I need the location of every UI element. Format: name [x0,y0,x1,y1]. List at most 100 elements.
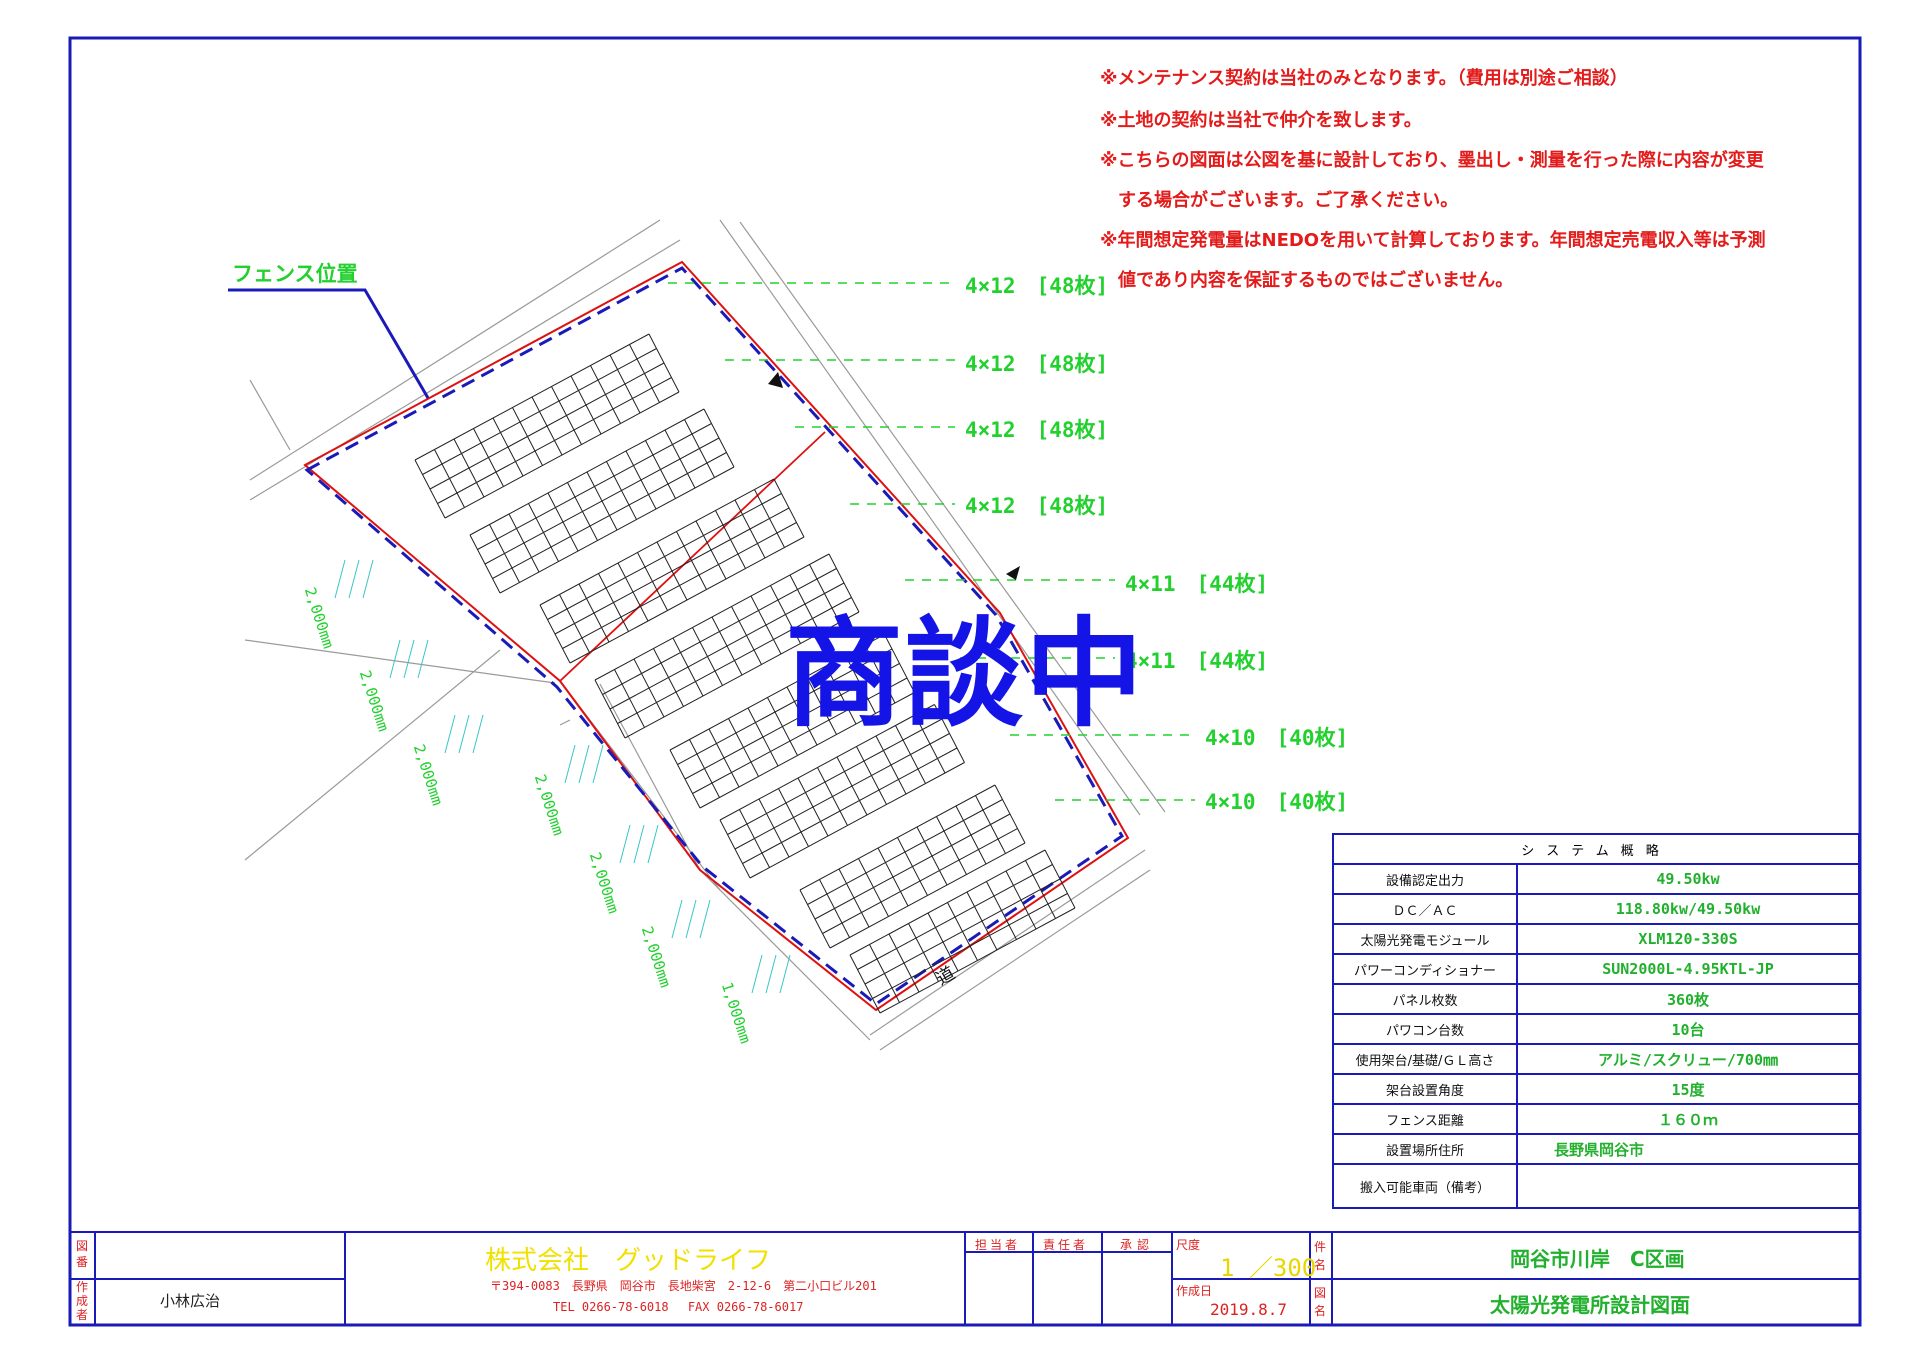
project-name: 岡谷市川岸 C区画 [1510,1247,1685,1271]
row-label: 4×10 [40枚] [1205,790,1349,814]
shounin-label: 承認 [1120,1238,1155,1252]
title-block-lines [70,1231,1860,1325]
panel-grid-line [799,784,996,891]
panel-grid-line [822,828,1018,934]
spec-value: XLM120-330S [1516,923,1860,955]
dimension-tick [458,714,470,754]
spec-key: 架台設置角度 [1332,1073,1518,1105]
panel-arrays [414,333,1076,1014]
panel-grid-line [422,348,657,475]
panel-grid-line [609,582,845,710]
dimension-tick [619,824,631,864]
panel-grid-line [677,648,893,765]
system-table-title: システム概略 [1332,833,1860,865]
panel-grid-line [727,718,943,835]
spec-key: パワコン台数 [1332,1013,1518,1045]
zumei-label: 図名 [1314,1286,1327,1318]
company-address: 〒394-0083 長野県 岡谷市 長地柴宮 2-12-6 第二小口ビル201 [490,1279,877,1293]
panel-grid-line [547,493,782,620]
spec-key: パネル枚数 [1332,983,1518,1015]
ken-label: 件名 [1314,1240,1327,1272]
row-label: 4×11 [44枚] [1125,649,1269,673]
sekinin-label: 責任者 [1043,1238,1089,1252]
panel-grid-line [749,762,965,879]
dimension-tick [564,744,576,784]
date-label: 作成日 [1176,1284,1213,1298]
dimension-tick [362,559,374,599]
panel-grid-line [669,634,885,751]
spec-key: ＤＣ／ＡＣ [1332,893,1518,925]
tantou-label: 担当者 [975,1238,1021,1252]
panel-grid-line [539,478,775,606]
dimension-tick [633,824,645,864]
negotiating-stamp: 商談中 [785,605,1146,743]
dimension-tick [578,744,590,784]
panel-grid-line [437,377,672,504]
panel-grid-line [857,864,1053,970]
panel-grid-line [879,907,1076,1014]
panel-grid-line [492,452,727,579]
scale-label: 尺度 [1176,1238,1201,1252]
dimension-tick [685,899,697,939]
panel-grid-line [849,849,1046,956]
spec-key: 搬入可能車両（備考） [1332,1163,1518,1209]
panel-grid-line [684,663,900,780]
dimension-tick [671,899,683,939]
spec-value: 長野県岡谷市 [1516,1133,1860,1165]
row-label: 4×11 [44枚] [1125,572,1269,596]
inner-boundary-line [559,431,826,682]
spec-value [1516,1163,1860,1209]
panel-grid-line [699,692,915,809]
note-3: ※こちらの図面は公図を基に設計しており、墨出し・測量を行った際に内容が変更 [1100,150,1764,171]
spec-key: 設置場所住所 [1332,1133,1518,1165]
dimension-tick [751,954,763,994]
site-boundary [303,260,1130,1012]
spec-key: パワーコンディショナー [1332,953,1518,985]
author-name: 小林広治 [160,1292,221,1310]
dimension-tick [592,744,604,784]
panel-grid-line [414,333,650,461]
date-value: 2019.8.7 [1210,1300,1288,1319]
dimension-tick [417,639,429,679]
row-label: 4×12 [48枚] [965,418,1109,442]
fence-label: フェンス位置 [232,262,358,286]
company-phone: TEL 0266-78-6018 FAX 0266-78-6017 [553,1300,804,1314]
sakusei-label: 作成者 [76,1280,89,1322]
panel-grid-line [429,362,665,490]
spec-value: 15度 [1516,1073,1860,1105]
dimension-tick [348,559,360,599]
panel-grid-line [692,677,908,794]
spec-value: 360枚 [1516,983,1860,1015]
spec-value: アルミ/スクリュー/700㎜ [1516,1043,1860,1075]
panel-grid-line [569,536,805,664]
panel-grid-line [734,733,950,850]
note-4: する場合がございます。ご了承ください。 [1100,190,1459,211]
row-label: 4×12 [48枚] [965,274,1109,298]
note-1: ※メンテナンス契約は当社のみとなります。（費用は別途ご相談） [1100,68,1628,89]
spec-value: １６０ｍ [1516,1103,1860,1135]
row-label: 4×10 [40枚] [1205,726,1349,750]
company-name: 株式会社 グッドライフ [485,1246,772,1276]
scale-value: 1 ／300 [1220,1254,1317,1282]
panel-grid-line [484,437,720,565]
panel-grid-line [617,597,852,724]
panel-grid-line [477,423,712,550]
dimension-ticks [334,559,791,994]
panel-grid-line [807,799,1003,905]
zuban-label: 図番 [76,1239,89,1269]
panel-grid-line [872,893,1068,999]
dimension-tick [334,559,346,599]
dimension-tick [389,639,401,679]
row-label: 4×12 [48枚] [965,352,1109,376]
fence-leader-line [228,288,430,399]
note-2: ※土地の契約は当社で仲介を致します。 [1100,110,1422,131]
spec-key: 太陽光発電モジュール [1332,923,1518,955]
panel-grid-line [624,611,860,739]
panel-grid-line [444,391,680,519]
fence-line [304,266,1124,1006]
spec-key: 設備認定出力 [1332,863,1518,895]
dimension-tick [472,714,484,754]
panel-grid-line [594,553,830,681]
dimension-tick [444,714,456,754]
